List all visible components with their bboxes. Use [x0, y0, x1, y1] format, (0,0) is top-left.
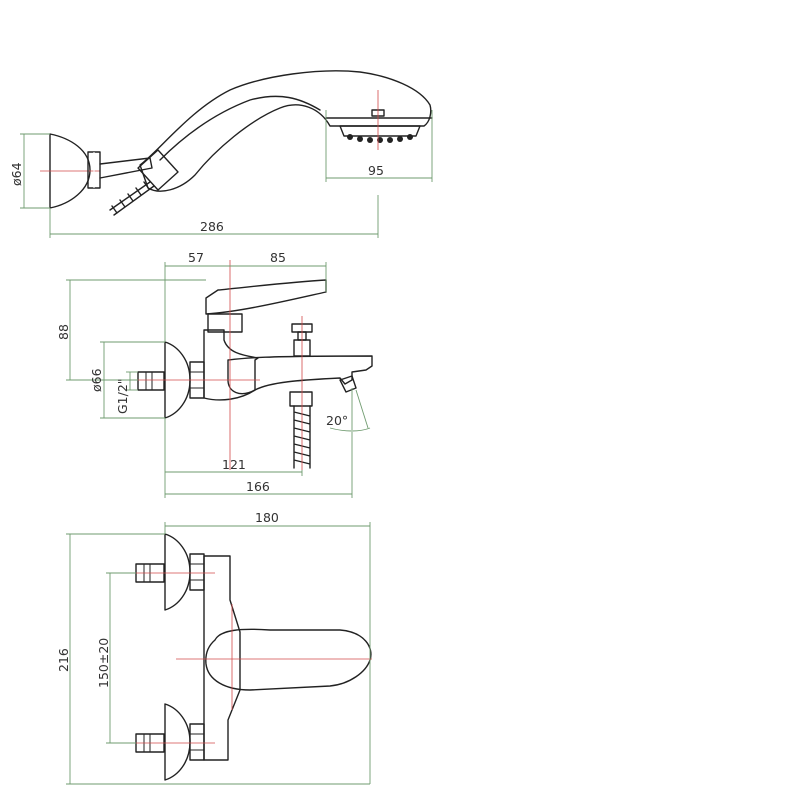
label-thread-size: G1/2" — [115, 378, 130, 414]
label-lever-height: 88 — [56, 324, 71, 340]
spray-nozzles — [347, 134, 413, 143]
dim-thread-size: G1/2" — [115, 371, 138, 414]
dim-spout-offset: 121 — [164, 418, 303, 498]
dim-total-height: 216 — [56, 533, 370, 785]
spout — [227, 355, 373, 395]
upper-flange — [164, 533, 191, 611]
label-total-width: 180 — [255, 510, 279, 525]
label-hand-shower-total-length: 286 — [200, 219, 224, 234]
inlet-connector — [137, 371, 165, 391]
dim-centre-distance: 150±20 — [96, 572, 136, 744]
mixer-front-view: 180 150±20 216 — [56, 510, 372, 785]
wall-holder — [49, 133, 91, 209]
dim-hand-shower-total-length: 286 — [49, 195, 379, 238]
dim-total-depth: 166 — [165, 432, 353, 498]
label-spout-offset: 121 — [222, 457, 246, 472]
label-spout-angle: 20° — [326, 413, 348, 428]
dim-hand-shower-diameter: ø64 — [9, 133, 50, 209]
dim-lever-height: 88 — [56, 279, 206, 381]
dim-lever-length: 85 — [230, 250, 327, 292]
mixer-side-view: 57 85 88 ø66 G1/2" — [56, 250, 373, 498]
front-lever — [205, 628, 372, 691]
shower-handle — [139, 70, 432, 192]
lower-flange — [164, 703, 191, 781]
label-centre-distance: 150±20 — [96, 638, 111, 688]
mixer-lever — [205, 279, 327, 315]
label-total-height: 216 — [56, 648, 71, 672]
label-flange-diameter: ø66 — [89, 368, 104, 392]
dim-hand-shower-head-width: 95 — [325, 110, 433, 182]
label-lever-offset: 57 — [188, 250, 204, 265]
dim-spout-angle: 20° — [326, 388, 371, 432]
dim-flange-diameter: ø66 — [89, 341, 165, 419]
label-total-depth: 166 — [246, 479, 270, 494]
dim-lever-offset: 57 — [164, 250, 230, 342]
dim-total-width: 180 — [164, 510, 371, 784]
label-hand-shower-head-width: 95 — [368, 163, 384, 178]
mixer-body — [203, 329, 259, 401]
label-lever-length: 85 — [270, 250, 286, 265]
hand-shower-view: ø64 95 286 — [9, 70, 433, 238]
front-body — [203, 555, 241, 761]
shower-hose — [109, 181, 155, 216]
label-hand-shower-diameter: ø64 — [9, 162, 24, 186]
